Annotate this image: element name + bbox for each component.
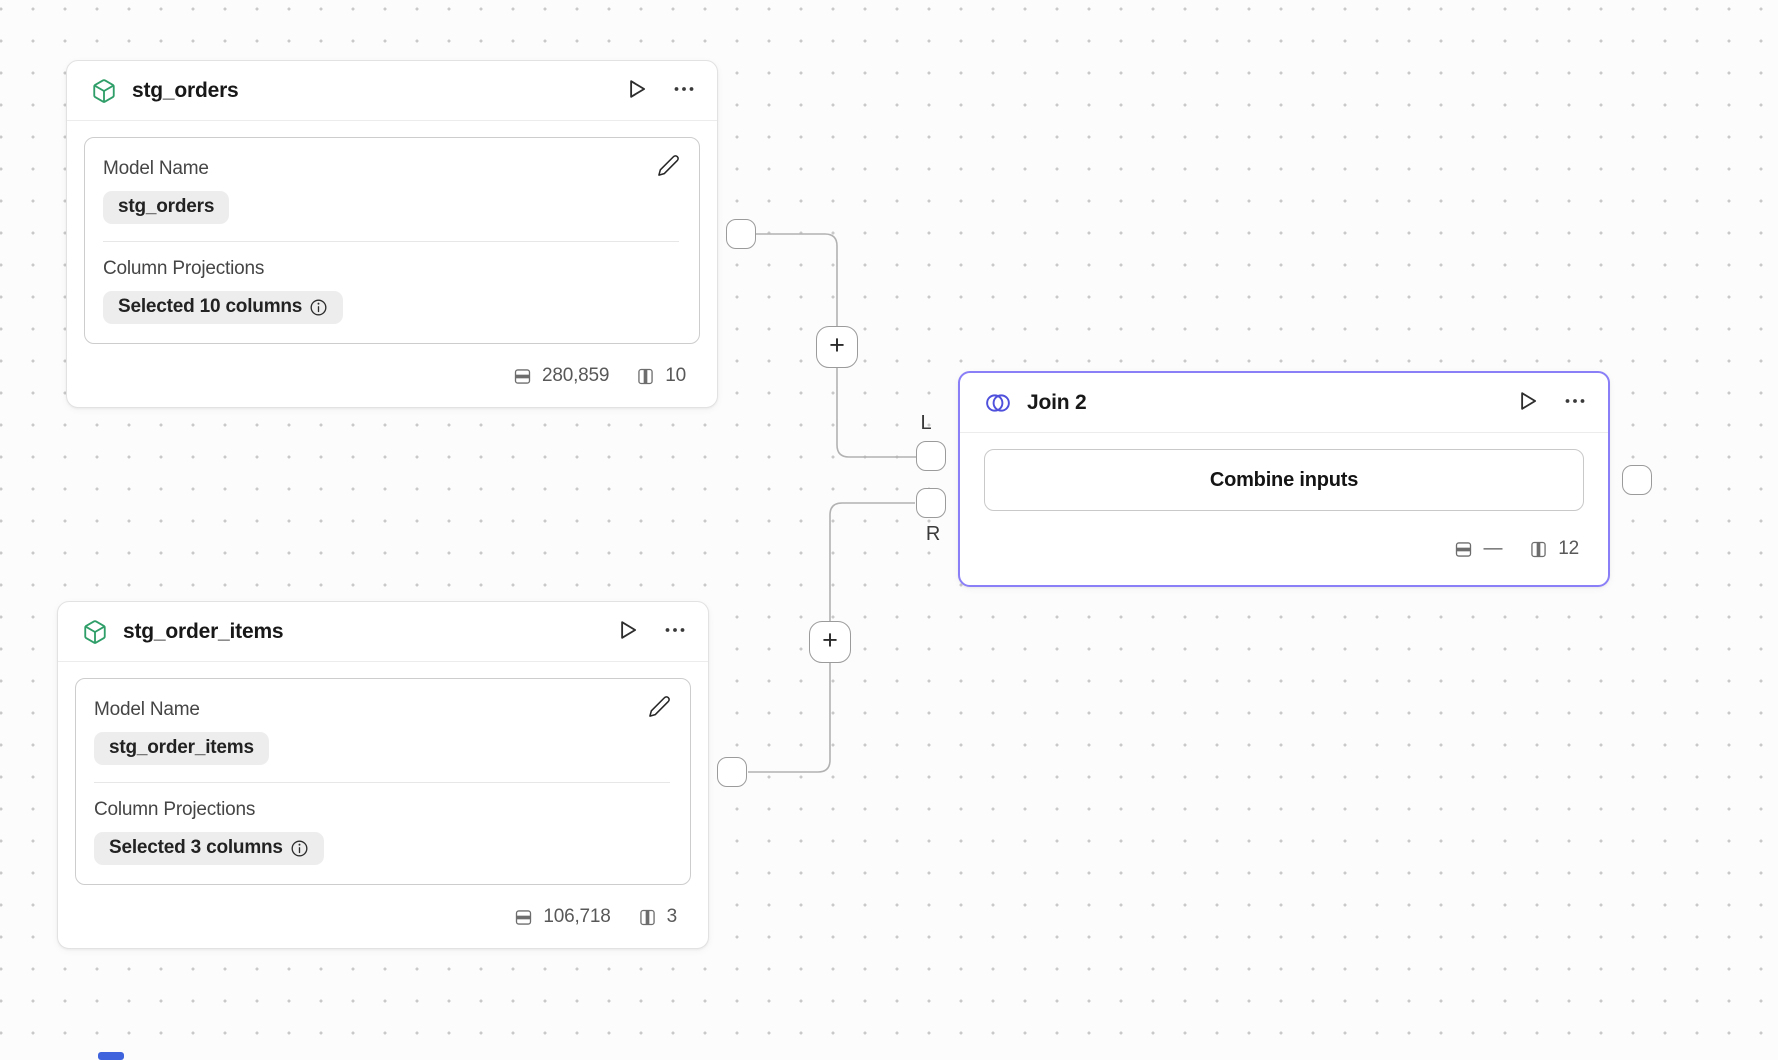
column-count-stat: 12 <box>1528 538 1579 560</box>
play-icon <box>614 617 640 646</box>
run-node-button[interactable] <box>1508 384 1546 422</box>
run-node-button[interactable] <box>608 613 646 651</box>
ellipsis-icon <box>663 618 687 645</box>
row-count-value: 280,859 <box>541 365 610 386</box>
node-header: stg_order_items <box>58 602 708 662</box>
table-rows-icon <box>1453 539 1474 560</box>
column-count-stat: 10 <box>635 365 686 387</box>
column-projections-label: Column Projections <box>94 799 256 820</box>
row-count-value: 106,718 <box>543 906 611 927</box>
play-icon <box>623 76 649 105</box>
card-divider <box>94 782 670 783</box>
column-count-value: 3 <box>666 906 678 927</box>
column-projections-label: Column Projections <box>103 258 265 279</box>
horizontal-scrollbar-thumb[interactable] <box>98 1052 124 1060</box>
column-count-stat: 3 <box>637 906 677 928</box>
add-step-on-wire-top-button[interactable]: + <box>816 326 858 368</box>
row-count-value: — <box>1483 538 1503 559</box>
column-count-value: 10 <box>665 365 686 386</box>
table-rows-icon <box>512 366 533 387</box>
model-name-value: stg_orders <box>118 196 215 217</box>
model-cube-icon <box>82 619 108 645</box>
node-stg-order-items[interactable]: stg_order_items Model Name stg_order_ite… <box>57 601 709 949</box>
node-stg-orders[interactable]: stg_orders Model Name stg_orders <box>66 60 718 408</box>
node-header: Join 2 <box>960 373 1608 433</box>
join-venn-circles-icon <box>984 391 1012 415</box>
model-config-card: Model Name stg_order_items Column Projec… <box>75 678 691 885</box>
table-columns-icon <box>1528 539 1549 560</box>
model-name-value: stg_order_items <box>109 737 254 758</box>
info-circle-icon[interactable] <box>290 839 309 858</box>
model-name-chip[interactable]: stg_order_items <box>94 732 269 765</box>
model-name-label: Model Name <box>94 699 200 720</box>
right-input-label: R <box>925 523 941 545</box>
node-header: stg_orders <box>67 61 717 121</box>
join-right-input-port[interactable] <box>916 488 946 518</box>
node-menu-button[interactable] <box>665 72 703 110</box>
join-left-input-port[interactable] <box>916 441 946 471</box>
combine-inputs-button[interactable]: Combine inputs <box>984 449 1584 511</box>
model-cube-icon <box>91 78 117 104</box>
left-input-label: L <box>920 412 932 434</box>
model-name-label: Model Name <box>103 158 209 179</box>
node-title: stg_orders <box>132 78 239 102</box>
run-node-button[interactable] <box>617 72 655 110</box>
node-stats: 106,718 3 <box>75 885 691 949</box>
row-count-stat: — <box>1453 538 1502 560</box>
column-projections-chip[interactable]: Selected 10 columns <box>103 291 344 324</box>
ellipsis-icon <box>1563 389 1587 416</box>
model-name-chip[interactable]: stg_orders <box>103 191 230 224</box>
output-port-stg-order-items[interactable] <box>717 757 747 787</box>
add-step-on-wire-bottom-button[interactable]: + <box>809 621 851 663</box>
table-columns-icon <box>635 366 656 387</box>
column-projections-chip[interactable]: Selected 3 columns <box>94 832 324 865</box>
node-stats: — 12 <box>977 525 1591 573</box>
column-projections-value: Selected 3 columns <box>109 837 283 858</box>
node-stats: 280,859 10 <box>84 344 700 408</box>
info-circle-icon[interactable] <box>309 298 328 317</box>
column-count-value: 12 <box>1558 538 1579 559</box>
node-join-2[interactable]: Join 2 Combine inputs — 12 <box>958 371 1610 587</box>
node-menu-button[interactable] <box>656 613 694 651</box>
table-columns-icon <box>637 907 658 928</box>
play-icon <box>1514 388 1540 417</box>
card-divider <box>103 241 679 242</box>
node-title: stg_order_items <box>123 619 284 643</box>
edit-model-name-button[interactable] <box>651 150 685 184</box>
output-port-join-2[interactable] <box>1622 465 1652 495</box>
node-title: Join 2 <box>1027 390 1087 414</box>
ellipsis-icon <box>672 77 696 104</box>
row-count-stat: 280,859 <box>512 365 609 387</box>
output-port-stg-orders[interactable] <box>726 219 756 249</box>
column-projections-value: Selected 10 columns <box>118 296 303 317</box>
pencil-icon <box>648 695 671 721</box>
node-menu-button[interactable] <box>1556 384 1594 422</box>
model-config-card: Model Name stg_orders Column Projections… <box>84 137 700 344</box>
pencil-icon <box>657 154 680 180</box>
edit-model-name-button[interactable] <box>642 691 676 725</box>
row-count-stat: 106,718 <box>513 906 611 928</box>
table-rows-icon <box>513 907 534 928</box>
